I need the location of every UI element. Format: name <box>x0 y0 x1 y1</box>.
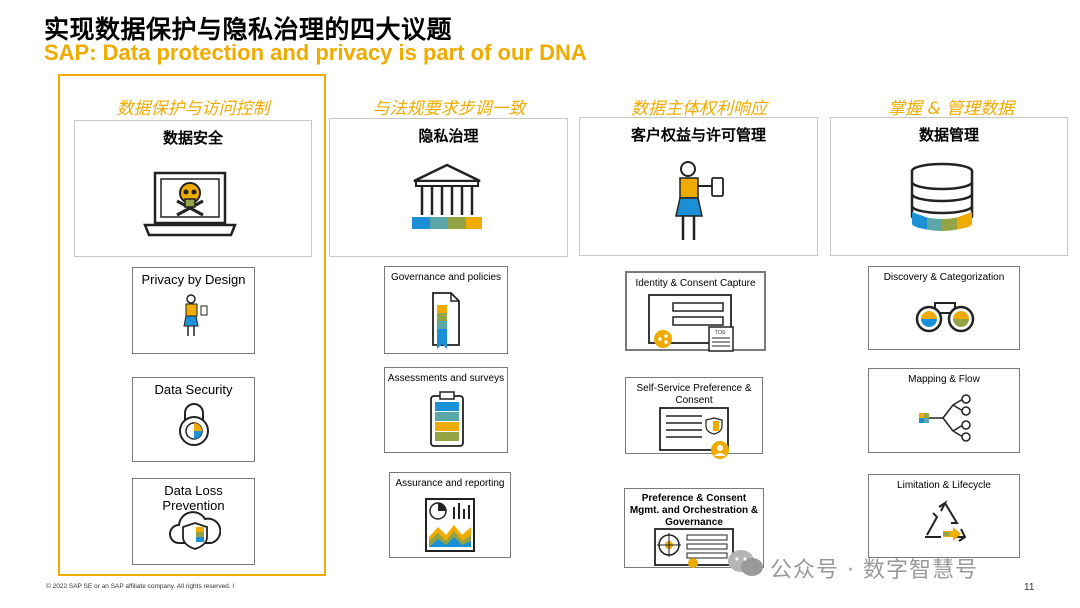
column-highlight-frame <box>58 74 326 576</box>
card-title: Discovery & Categorization <box>883 272 1005 283</box>
column-heading-access-control: 数据保护与访问控制 <box>116 99 270 119</box>
laptop-skull-icon <box>143 171 237 237</box>
tos-label: TOS <box>715 330 726 336</box>
card-identity-consent-capture[interactable]: Identity & Consent Capture TOS <box>625 271 766 352</box>
card-title: Privacy by Design <box>141 272 246 287</box>
person-device-icon <box>183 294 208 336</box>
wechat-logo-icon <box>728 550 763 576</box>
person-phone-icon <box>675 161 724 240</box>
card-mapping-flow[interactable]: Mapping & Flow <box>868 368 1020 453</box>
card-title: Assurance and reporting <box>395 478 505 489</box>
card-self-service-preference[interactable]: Self-Service Preference & Consent <box>625 377 763 459</box>
card-title: Identity & Consent Capture <box>635 278 756 289</box>
government-building-icon <box>412 163 482 229</box>
main-box-consent-management[interactable]: 客户权益与许可管理 <box>579 117 818 256</box>
page-number: 11 <box>1024 582 1035 593</box>
main-box-title: 数据安全 <box>162 129 223 147</box>
card-title: Self-Service Preference & Consent <box>636 383 752 406</box>
database-icon <box>910 162 974 231</box>
document-ribbon-icon <box>432 292 460 349</box>
card-title: Preference & Consent Mgmt. and Orchestra… <box>629 493 759 528</box>
card-limitation-lifecycle[interactable]: Limitation & Lifecycle <box>868 474 1020 558</box>
flow-tree-icon <box>919 394 971 442</box>
column-heading-compliance: 与法规要求步调一致 <box>372 99 526 119</box>
slide-title: 实现数据保护与隐私治理的四大议题 <box>44 15 453 44</box>
report-charts-icon <box>425 498 475 552</box>
binoculars-icon <box>915 302 975 333</box>
main-box-data-management[interactable]: 数据管理 <box>830 117 1068 256</box>
card-title: Governance and policies <box>390 272 502 283</box>
main-box-title: 数据管理 <box>918 126 979 144</box>
recycle-icon <box>925 500 967 542</box>
padlock-icon <box>179 403 209 446</box>
card-title: Data Security <box>154 382 233 397</box>
card-data-loss-prevention[interactable]: Data Loss Prevention <box>132 478 255 565</box>
consent-form-icon: TOS <box>648 294 734 352</box>
main-box-title: 客户权益与许可管理 <box>630 126 766 144</box>
card-title: Mapping & Flow <box>908 374 980 385</box>
card-data-security[interactable]: Data Security <box>132 377 255 462</box>
orchestration-panel-icon <box>654 528 734 568</box>
clipboard-checklist-icon <box>430 391 464 447</box>
watermark-text: 公众号 · 数字智慧号 <box>770 558 978 583</box>
slide-subtitle: SAP: Data protection and privacy is part… <box>44 40 587 65</box>
main-box-title: 隐私治理 <box>418 127 479 145</box>
main-box-data-security[interactable]: 数据安全 <box>74 120 312 257</box>
card-title: Limitation & Lifecycle <box>897 480 991 491</box>
card-assessments-surveys[interactable]: Assessments and surveys <box>384 367 508 453</box>
column-heading-subject-rights: 数据主体权利响应 <box>631 99 767 119</box>
card-assurance-reporting[interactable]: Assurance and reporting <box>389 472 511 558</box>
card-governance-policies[interactable]: Governance and policies <box>384 266 508 354</box>
column-heading-data-management: 掌握 & 管理数据 <box>887 99 1015 119</box>
preference-form-icon <box>659 407 729 459</box>
copyright-footer: © 2022 SAP SE or an SAP affiliate compan… <box>46 583 235 590</box>
cloud-shield-icon <box>169 511 221 550</box>
card-privacy-by-design[interactable]: Privacy by Design <box>132 267 255 354</box>
card-title: Data Loss Prevention <box>162 483 225 513</box>
card-discovery-categorization[interactable]: Discovery & Categorization <box>868 266 1020 350</box>
card-title: Assessments and surveys <box>387 373 505 384</box>
main-box-privacy-governance[interactable]: 隐私治理 <box>329 118 568 257</box>
